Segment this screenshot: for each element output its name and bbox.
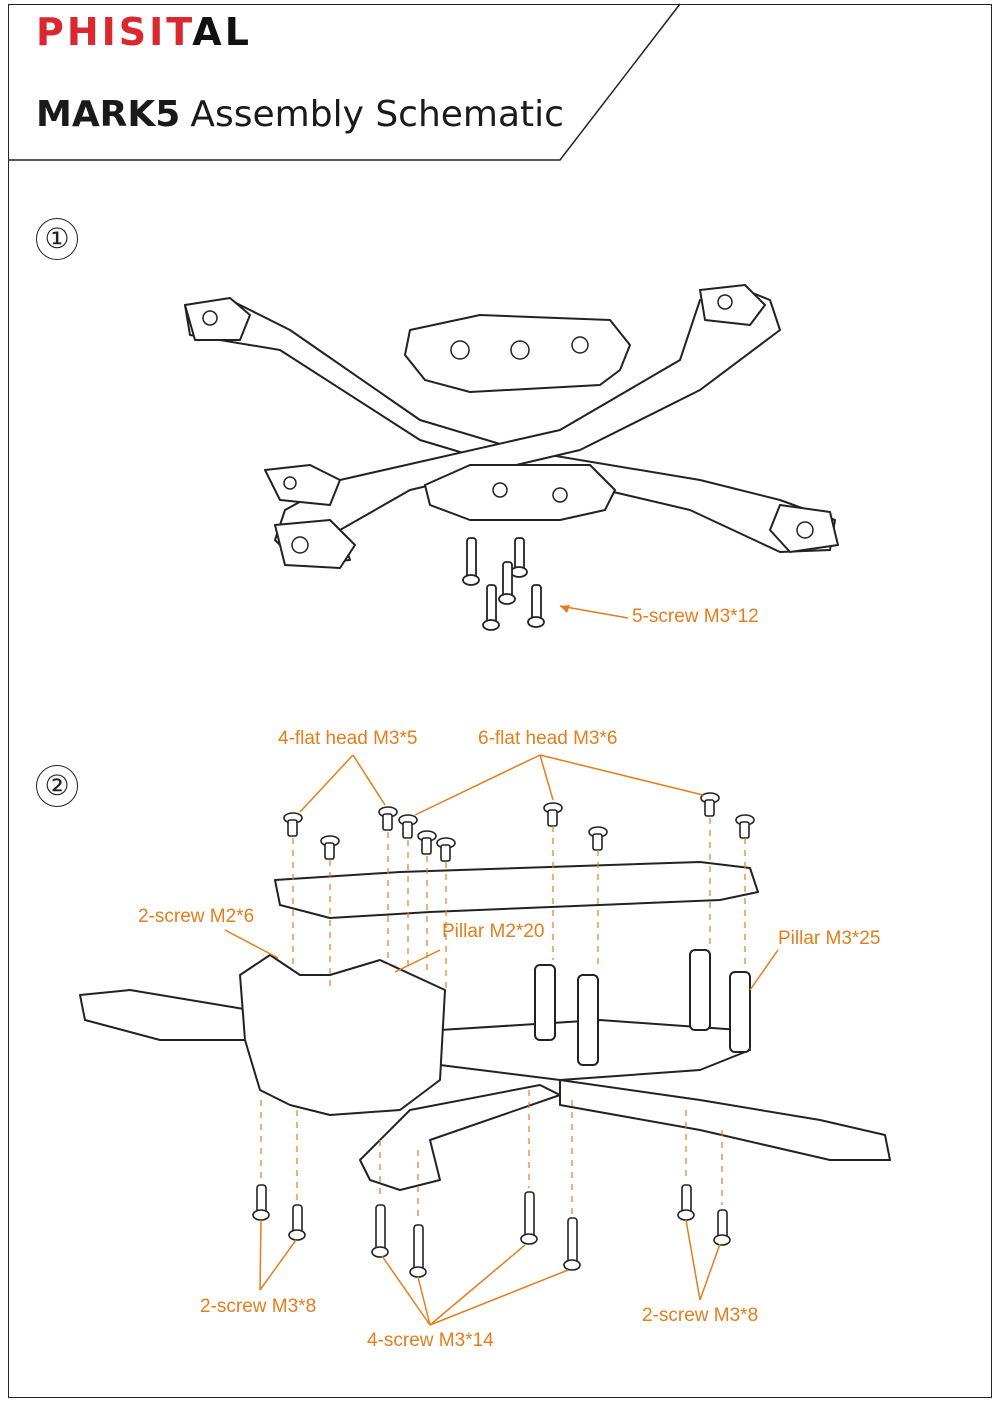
callout-pillar-m3x25: Pillar M3*25 xyxy=(778,928,881,949)
callout-flat-head-m3x6: 6-flat head M3*6 xyxy=(478,728,618,749)
step2-top-plate xyxy=(274,861,759,919)
step1-pad-2 xyxy=(699,284,766,326)
step2-arm-left xyxy=(79,989,261,1041)
callout-flat-head-m3x5: 4-flat head M3*5 xyxy=(278,728,418,749)
step2-callout-leaders xyxy=(224,754,779,1326)
brand-logo-part2: AL xyxy=(192,10,252,54)
step-2-marker: ② xyxy=(36,765,78,807)
step1-holes xyxy=(202,294,814,554)
step-1-marker: ① xyxy=(36,218,78,260)
step2-frame-drawing xyxy=(79,861,891,1191)
step2-pillar-4 xyxy=(729,971,751,1053)
brand-logo-part1: PHISIT xyxy=(36,10,193,54)
step1-pad-5 xyxy=(769,504,839,553)
step1-pad-3 xyxy=(264,464,341,506)
step2-camera-cage xyxy=(239,954,446,1116)
step2-flat-screws xyxy=(283,792,755,862)
step2-arm-right xyxy=(559,1079,891,1161)
step1-screws xyxy=(462,537,545,631)
header-divider xyxy=(8,3,681,161)
callout-screw-m3x14: 4-screw M3*14 xyxy=(367,1330,494,1351)
step1-top-plate xyxy=(404,314,631,393)
step2-arm-lower xyxy=(359,1084,561,1191)
step2-pillar-3 xyxy=(689,949,711,1031)
callout-leader-m3x12 xyxy=(559,605,629,619)
page-title-model: MARK5 xyxy=(36,94,181,135)
callout-screw-m3x8-right: 2-screw M3*8 xyxy=(642,1305,759,1326)
callout-screw-m2x6: 2-screw M2*6 xyxy=(138,906,255,927)
callout-screw-m3x8-left: 2-screw M3*8 xyxy=(200,1296,317,1317)
step2-pillar-1 xyxy=(534,964,556,1041)
callout-screw-m3x12: 5-screw M3*12 xyxy=(632,606,759,627)
brand-logo: PHISITAL xyxy=(36,10,252,54)
page-title-rest: Assembly Schematic xyxy=(190,94,564,135)
step2-pillar-2 xyxy=(577,974,599,1066)
page-frame xyxy=(8,4,992,1398)
step2-guide-lines xyxy=(260,818,746,1220)
callout-pillar-m2x20: Pillar M2*20 xyxy=(442,921,545,942)
step1-bottom-plate xyxy=(424,464,616,521)
callout-arrow-m3x12 xyxy=(560,605,570,613)
step1-pad-4 xyxy=(274,519,356,569)
step1-frame-drawing xyxy=(184,284,839,569)
step2-bottom-screws xyxy=(252,1184,731,1278)
